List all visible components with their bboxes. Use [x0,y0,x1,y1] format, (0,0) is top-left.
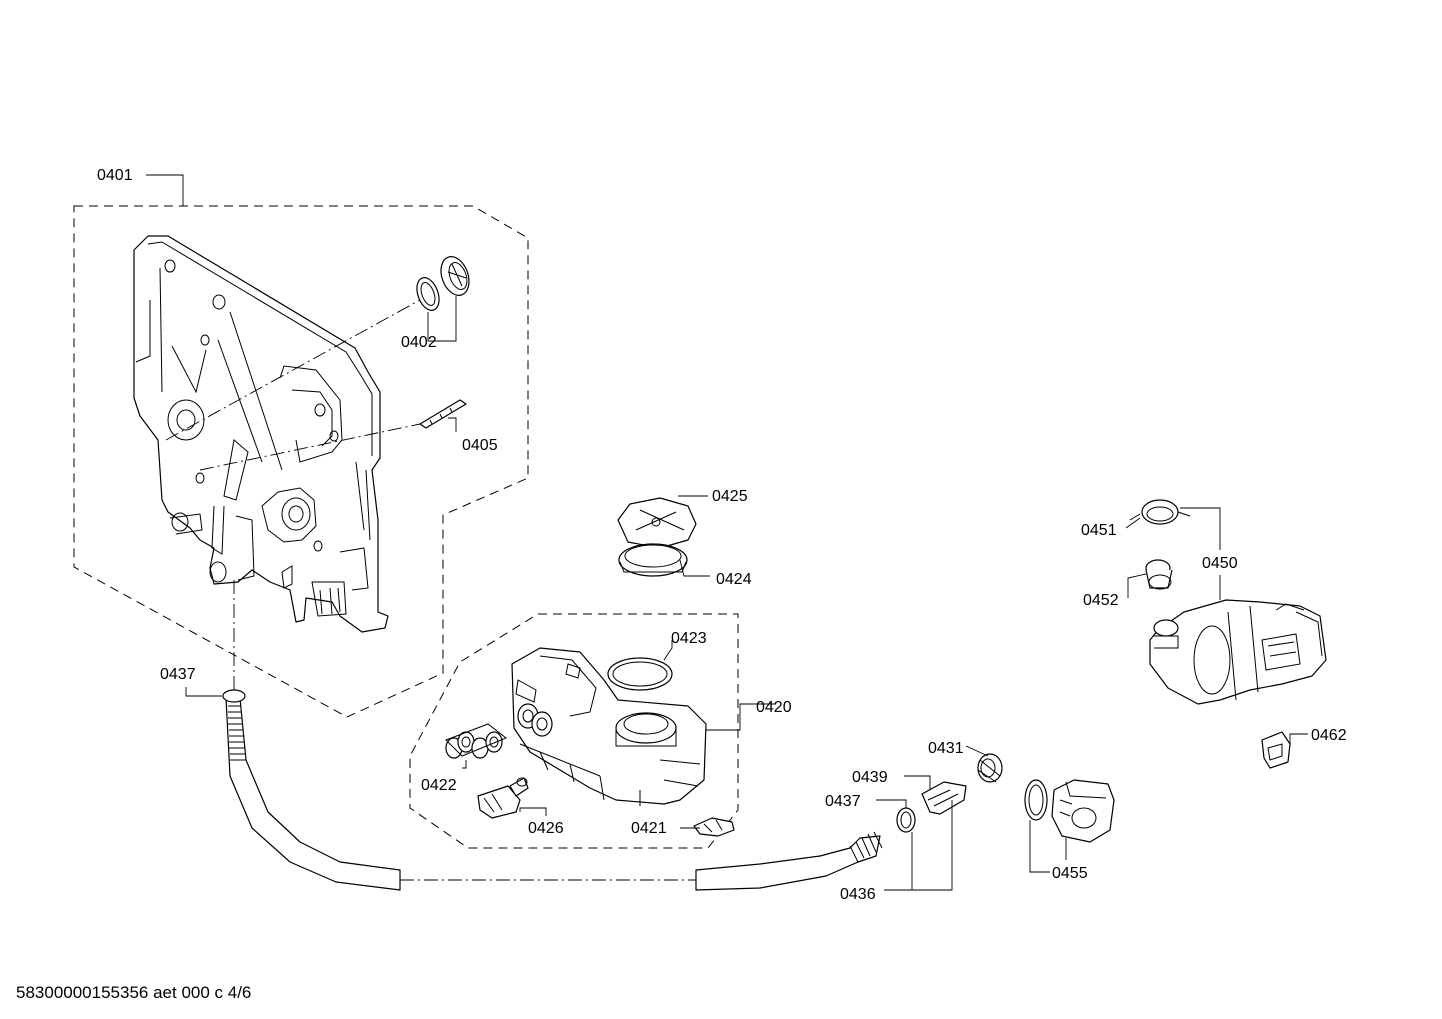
label-0450: 0450 [1202,555,1238,572]
axis-0402 [165,299,421,441]
label-0437-left: 0437 [160,666,196,683]
part-0426-sensor [477,777,529,819]
label-0437-right: 0437 [825,793,861,810]
label-0402: 0402 [401,334,437,351]
part-0455-seal [1024,779,1048,821]
part-0450-pump [1149,599,1327,705]
label-0436: 0436 [840,886,876,903]
part-0421-clip [693,817,735,837]
part-0424-ring [618,543,688,577]
label-0422: 0422 [421,777,457,794]
label-0401: 0401 [97,167,133,184]
part-0402-seal-and-cap [416,256,470,311]
label-0452: 0452 [1083,592,1119,609]
part-0401-housing [133,235,389,633]
group-0401-boundary [73,205,529,718]
part-0420-sump [511,647,707,806]
part-0439-clip [921,781,967,815]
label-0462: 0462 [1311,727,1347,744]
part-hose [222,689,883,891]
label-0424: 0424 [716,571,752,588]
label-0451: 0451 [1081,522,1117,539]
label-0420: 0420 [756,699,792,716]
group-0420-boundary [409,613,739,849]
label-0426: 0426 [528,820,564,837]
part-0423-seal [607,657,673,691]
part-0455-housing [1051,779,1115,843]
label-0421: 0421 [631,820,667,837]
part-0431-nut [977,753,1003,783]
label-0425: 0425 [712,488,748,505]
part-0451-clamp [1129,499,1191,525]
label-0431: 0431 [928,740,964,757]
label-0423: 0423 [671,630,707,647]
label-0405: 0405 [462,437,498,454]
document-id-footer: 58300000155356 aet 000 c 4/6 [16,983,251,1002]
leader-lines [146,174,1308,891]
axis-0405 [199,423,421,471]
label-0439: 0439 [852,769,888,786]
label-0455: 0455 [1052,865,1088,882]
part-0462-clip [1261,731,1291,769]
part-0425-cap [617,497,697,549]
part-0452-elbow [1145,559,1173,590]
part-0405-pin [419,399,467,429]
part-0422-seals [445,723,507,759]
